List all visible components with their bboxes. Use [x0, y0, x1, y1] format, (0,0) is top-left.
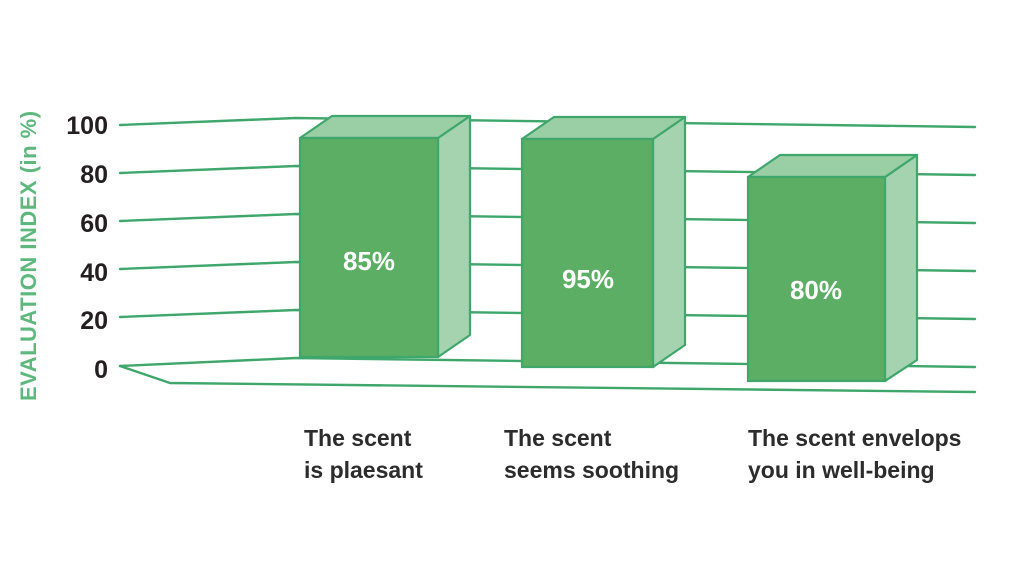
y-tick-20: 20 [80, 307, 108, 335]
category-label-3: The scent envelops you in well-being [748, 425, 961, 483]
category-labels: The scent is plaesant The scent seems so… [304, 425, 961, 483]
bar-2-side-face [651, 115, 687, 369]
category-3-line-1: The scent envelops [748, 425, 961, 451]
y-tick-100: 100 [66, 112, 108, 140]
bar-group-2[interactable]: 95% [520, 115, 687, 369]
bar-1-top-face [298, 114, 472, 140]
bar-1-front-face [298, 136, 440, 359]
bar-2-value-label: 95% [562, 264, 614, 294]
bar-1-side-face [436, 114, 472, 359]
y-tick-40: 40 [80, 259, 108, 287]
category-label-2: The scent seems soothing [504, 425, 679, 483]
bar-group-1[interactable]: 85% [298, 114, 472, 359]
bar-1-value-label: 85% [343, 246, 395, 276]
bar-3-value-label: 80% [790, 275, 842, 305]
bar-3-side-face [883, 153, 919, 383]
category-label-1: The scent is plaesant [304, 425, 423, 483]
y-tick-60: 60 [80, 210, 108, 238]
gridline-80 [118, 164, 977, 177]
y-axis-tick-labels: 100 80 60 40 20 0 [66, 112, 108, 384]
floor-front-edge [118, 364, 977, 394]
category-1-line-1: The scent [304, 425, 412, 451]
bar-3-top-face [746, 153, 919, 179]
y-tick-0: 0 [94, 356, 108, 384]
y-axis-title: EVALUATION INDEX (in %) [16, 110, 41, 401]
category-1-line-2: is plaesant [304, 457, 423, 483]
bar-group-3[interactable]: 80% [746, 153, 919, 383]
bar-2-front-face [520, 137, 655, 369]
category-2-line-2: seems soothing [504, 457, 679, 483]
category-3-line-2: you in well-being [748, 457, 935, 483]
y-tick-80: 80 [80, 161, 108, 189]
gridlines [118, 116, 977, 394]
gridline-100 [118, 116, 977, 129]
category-2-line-1: The scent [504, 425, 612, 451]
bar-3-front-face [746, 175, 887, 383]
